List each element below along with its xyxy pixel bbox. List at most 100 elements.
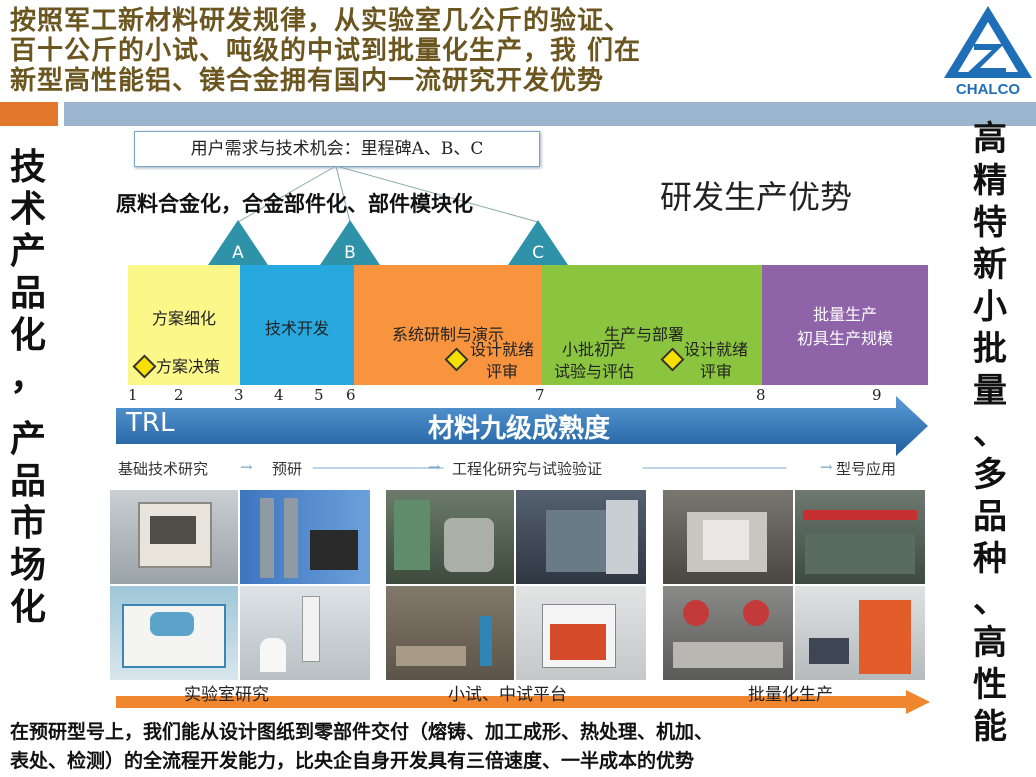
review-line: 评审 bbox=[486, 362, 519, 381]
stage-title: 方案细化 bbox=[151, 309, 216, 328]
stage-title: 生产与部署 bbox=[604, 325, 685, 344]
pilot-photo-equipment bbox=[386, 490, 514, 584]
lab-photo-microscope bbox=[240, 586, 370, 680]
stage-review: 设计就绪 评审 bbox=[470, 339, 534, 383]
review-diamond-icon bbox=[132, 354, 157, 379]
trl-title: 材料九级成熟度 bbox=[428, 414, 611, 444]
review-line: 评审 bbox=[700, 362, 733, 381]
pilot-photo-furnace bbox=[516, 490, 646, 584]
lab-photo-testing-machine bbox=[240, 490, 370, 584]
stage-tech-development: 技术开发 bbox=[240, 265, 354, 385]
trl-number: 7 bbox=[535, 386, 545, 404]
right-char: 、 bbox=[973, 413, 1007, 453]
right-char: 批 bbox=[973, 329, 1007, 369]
right-char: 、 bbox=[973, 581, 1007, 621]
integration-subtitle: 原料合金化，合金部件化、部件模块化 bbox=[116, 191, 473, 216]
trl-label: TRL bbox=[126, 408, 175, 438]
trl-number: 2 bbox=[174, 386, 184, 404]
stage-title-line: 批量生产 bbox=[812, 305, 877, 324]
production-photo-rolling bbox=[663, 586, 793, 680]
trl-number: 3 bbox=[234, 386, 244, 404]
platform-arrow-icon bbox=[116, 690, 930, 714]
header-blue-bar bbox=[64, 102, 1036, 126]
header-line-3: 新型高性能铝、镁合金拥有国内一流研究开发优势 bbox=[10, 66, 605, 96]
phase-arrow-icon: —————————— bbox=[312, 458, 444, 476]
phase-arrow-icon: ——————————— bbox=[642, 458, 787, 476]
right-char: 性 bbox=[973, 665, 1007, 705]
header-title: 按照军工新材料研发规律，从实验室几公斤的验证、 百十公斤的小试、吨级的中试到批量… bbox=[10, 6, 940, 96]
left-char: 市 bbox=[9, 502, 46, 544]
advantage-title: 研发生产优势 bbox=[660, 178, 853, 216]
left-char: 品 bbox=[9, 460, 46, 502]
trl-number: 5 bbox=[314, 386, 324, 404]
left-char: 品 bbox=[9, 272, 46, 314]
phase-arrow-icon: → bbox=[428, 458, 441, 476]
stage-system-development: 系统研制与演示 设计就绪 评审 bbox=[354, 265, 542, 385]
trl-number: 9 bbox=[872, 386, 882, 404]
stage-review: 设计就绪 评审 bbox=[684, 339, 748, 383]
pilot-photo-workshop bbox=[386, 586, 514, 680]
milestone-c-label: C bbox=[532, 243, 544, 263]
pilot-photo-analyzer bbox=[516, 586, 646, 680]
stage-title-line: 初具生产规模 bbox=[796, 329, 893, 348]
logo-text: CHALCO bbox=[956, 81, 1020, 98]
phase-basic-research: 基础技术研究 bbox=[118, 460, 209, 478]
production-photo-press bbox=[663, 490, 793, 584]
phase-arrow-icon: → bbox=[820, 458, 833, 476]
chalco-logo: CHALCO bbox=[942, 4, 1034, 98]
stage-sub: 小批初产 试验与评估 bbox=[554, 339, 634, 383]
production-photo-furnace bbox=[795, 586, 925, 680]
footer-line-1: 在预研型号上，我们能从设计图纸到零部件交付（熔铸、加工成形、热处理、机加、 bbox=[10, 721, 714, 743]
milestone-box: 用户需求与技术机会：里程碑A、B、C bbox=[134, 131, 540, 167]
right-char: 小 bbox=[973, 287, 1007, 327]
right-char: 量 bbox=[973, 371, 1007, 411]
trl-number: 8 bbox=[756, 386, 766, 404]
phase-pre-research: 预研 bbox=[272, 460, 303, 478]
trl-arrow-icon bbox=[116, 396, 928, 456]
right-char: 种 bbox=[973, 539, 1007, 579]
left-char: 场 bbox=[9, 544, 46, 586]
trl-number: 4 bbox=[274, 386, 284, 404]
sub-line: 试验与评估 bbox=[554, 362, 635, 381]
milestone-c-marker bbox=[508, 220, 568, 265]
trl-number: 1 bbox=[128, 386, 138, 404]
right-vertical-slogan: 高 精 特 新 小 批 量 、 多 品 种 、 高 性 能 bbox=[966, 118, 1014, 748]
photo-group-lab-label: 实验室研究 bbox=[184, 685, 269, 705]
left-char: 产 bbox=[9, 230, 46, 272]
production-photo-line bbox=[795, 490, 925, 584]
milestone-a-label: A bbox=[232, 243, 244, 263]
left-char: 技 bbox=[9, 146, 46, 188]
left-vertical-slogan: 技 术 产 品 化 ， 产 品 市 场 化 bbox=[4, 146, 52, 628]
milestone-b-label: B bbox=[344, 243, 356, 263]
right-char: 品 bbox=[973, 497, 1007, 537]
stage-title: 批量生产 初具生产规模 bbox=[762, 303, 928, 351]
stage-mass-production: 批量生产 初具生产规模 bbox=[762, 265, 928, 385]
photo-group-pilot-label: 小试、中试平台 bbox=[448, 685, 567, 705]
right-char: 高 bbox=[973, 623, 1007, 663]
stage-review: 方案决策 bbox=[156, 357, 221, 376]
stage-production-deployment: 生产与部署 小批初产 试验与评估 设计就绪 评审 bbox=[542, 265, 762, 385]
left-char: 化 bbox=[9, 586, 46, 628]
left-char: 术 bbox=[9, 188, 46, 230]
review-line: 设计就绪 bbox=[470, 340, 535, 359]
review-diamond-icon bbox=[660, 347, 685, 372]
right-char: 精 bbox=[973, 161, 1007, 201]
phase-arrow-icon: → bbox=[240, 458, 253, 476]
sub-line: 小批初产 bbox=[562, 340, 627, 359]
stage-title: 系统研制与演示 bbox=[391, 325, 504, 344]
chalco-logo-mark-icon: CHALCO bbox=[944, 6, 1032, 98]
header-line-1: 按照军工新材料研发规律，从实验室几公斤的验证、 bbox=[10, 6, 632, 36]
left-char: ， bbox=[9, 356, 46, 398]
left-char: 化 bbox=[9, 314, 46, 356]
lab-photo-cabinet bbox=[110, 586, 238, 680]
review-diamond-icon bbox=[444, 347, 469, 372]
trl-number: 6 bbox=[346, 386, 356, 404]
photo-group-production-label: 批量化生产 bbox=[748, 685, 833, 705]
footer-statement: 在预研型号上，我们能从设计图纸到零部件交付（熔铸、加工成形、热处理、机加、 表处… bbox=[10, 718, 1010, 776]
right-char: 新 bbox=[973, 245, 1007, 285]
header-orange-bar bbox=[0, 102, 58, 126]
footer-line-2: 表处、检测）的全流程开发能力，比央企自身开发具有三倍速度、一半成本的优势 bbox=[10, 750, 695, 772]
milestone-b-marker bbox=[320, 220, 380, 265]
milestone-a-marker bbox=[208, 220, 268, 265]
